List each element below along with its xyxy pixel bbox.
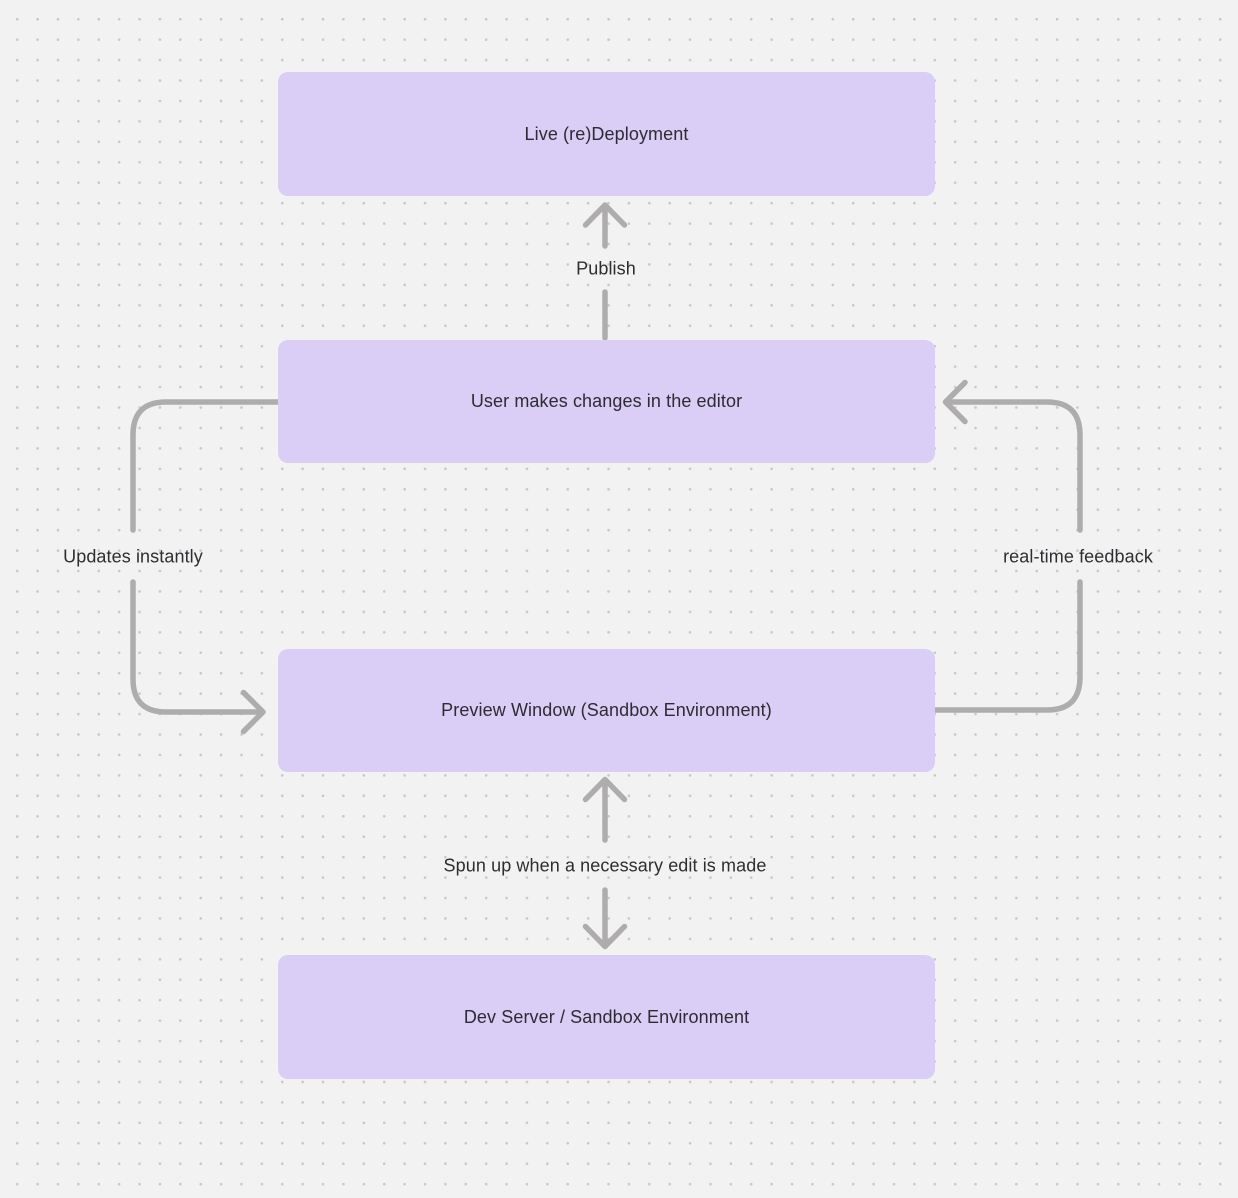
edge-label-realtime-feedback: real-time feedback <box>1003 546 1153 567</box>
node-user-makes-changes: User makes changes in the editor <box>278 340 935 463</box>
arrow-updates-segment-lower <box>130 579 261 715</box>
arrow-realtime-segment-upper <box>947 399 1083 533</box>
node-live-deployment: Live (re)Deployment <box>278 72 935 196</box>
arrow-updates-segment-upper <box>130 399 281 533</box>
arrow-realtime-segment-lower <box>931 579 1083 713</box>
node-preview-window: Preview Window (Sandbox Environment) <box>278 649 935 772</box>
edge-label-spun-up: Spun up when a necessary edit is made <box>443 855 767 876</box>
arrow-updates-instantly <box>130 399 281 735</box>
arrow-spun-up <box>582 776 628 950</box>
arrow-publish <box>582 202 628 341</box>
arrow-realtime-feedback <box>931 379 1083 713</box>
arrow-down-head-icon <box>582 923 628 950</box>
arrow-right-head-icon <box>240 689 266 735</box>
arrow-left-head-icon <box>942 379 968 425</box>
arrow-up-head-icon <box>582 776 628 803</box>
edge-label-publish: Publish <box>576 258 636 279</box>
arrow-up-head-icon <box>582 202 628 228</box>
node-dev-server: Dev Server / Sandbox Environment <box>278 955 935 1079</box>
edge-label-updates-instantly: Updates instantly <box>63 546 203 567</box>
